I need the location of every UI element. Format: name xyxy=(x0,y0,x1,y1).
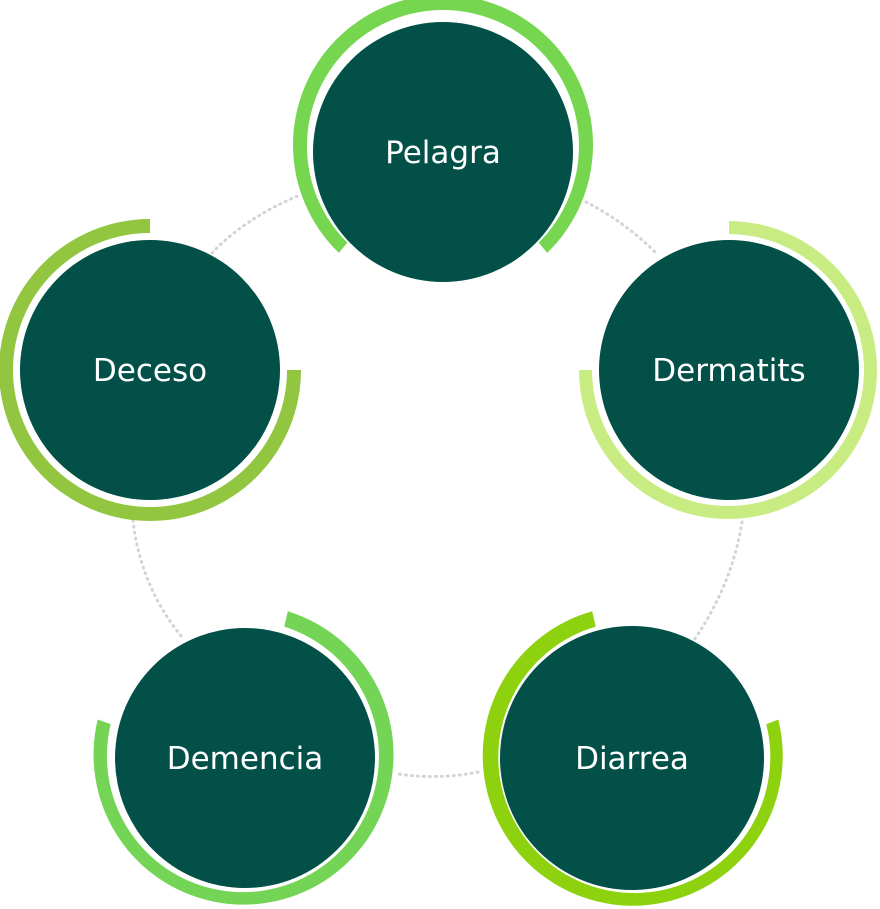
node-demencia: Demencia xyxy=(93,611,394,905)
connector-pelagra-dermatits xyxy=(584,200,658,255)
connector-diarrea-demencia xyxy=(396,770,480,779)
connector-demencia-deceso xyxy=(131,518,183,638)
connectors xyxy=(131,193,744,779)
node-diarrea: Diarrea xyxy=(482,611,783,906)
node-demencia-circle xyxy=(115,628,375,888)
node-dermatits: Dermatits xyxy=(579,221,877,519)
connector-deceso-pelagra xyxy=(210,193,302,255)
node-deceso: Deceso xyxy=(0,219,301,521)
node-demencia-label: Demencia xyxy=(167,741,324,777)
node-dermatits-label: Dermatits xyxy=(652,353,805,389)
node-pelagra: Pelagra xyxy=(293,0,593,282)
node-pelagra-arc xyxy=(293,0,593,253)
node-deceso-circle xyxy=(20,240,280,500)
connector-dermatits-diarrea xyxy=(692,520,744,642)
node-pelagra-label: Pelagra xyxy=(385,135,501,171)
node-diarrea-label: Diarrea xyxy=(575,741,689,777)
node-dermatits-circle xyxy=(599,240,859,500)
node-pelagra-circle xyxy=(313,22,573,282)
node-diarrea-circle xyxy=(500,626,764,890)
node-deceso-label: Deceso xyxy=(93,353,207,389)
